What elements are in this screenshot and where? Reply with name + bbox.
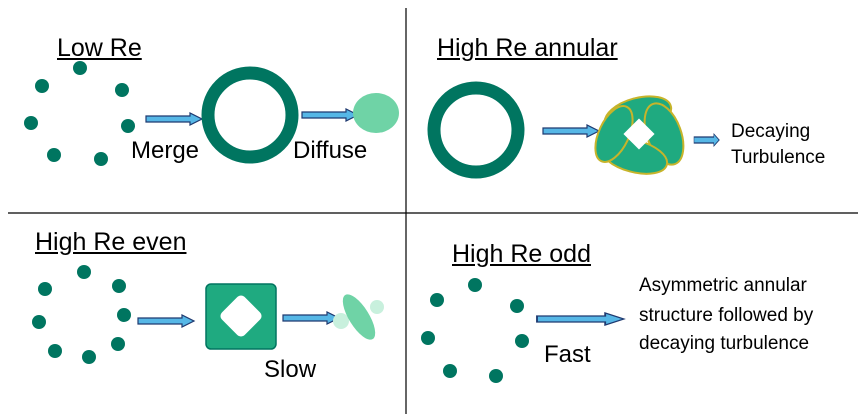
panel-title-low-re: Low Re (57, 34, 142, 62)
annular-outcome-line-1: Decaying (731, 121, 811, 142)
square-vortex-structure (205, 283, 277, 350)
panel-title-high-re-annular: High Re annular (437, 34, 618, 62)
annular-outcome-line-2: Turbulence (731, 147, 826, 168)
panel-high-re-annular (427, 81, 720, 179)
turbulent-structure (594, 95, 685, 175)
arrow-icon (301, 108, 359, 122)
panel-title-high-re-odd: High Re odd (452, 240, 591, 268)
arrow-icon (137, 314, 195, 328)
arrow-icon (536, 312, 625, 326)
fast-label: Fast (544, 341, 591, 368)
slow-label: Slow (264, 356, 317, 383)
vortex-dot-ring (32, 265, 131, 364)
decaying-vortex-fragments (333, 294, 384, 340)
vortex-dot-ring (421, 278, 529, 383)
arrow-icon (693, 133, 720, 147)
arrow-icon (145, 112, 203, 126)
merge-label: Merge (131, 137, 200, 164)
odd-outcome-line-2: structure followed by (639, 305, 814, 326)
diffuse-label: Diffuse (293, 137, 368, 164)
panel-high-re-even (32, 265, 384, 364)
arrow-icon (282, 311, 340, 325)
panel-low-re (24, 61, 399, 166)
odd-outcome-line-3: decaying turbulence (639, 333, 810, 354)
odd-outcome-line-1: Asymmetric annular (639, 275, 807, 296)
arrow-icon (542, 124, 600, 138)
panel-title-high-re-even: High Re even (35, 228, 187, 256)
panel-high-re-odd (421, 278, 625, 383)
vortex-dot-ring (24, 61, 135, 166)
merged-vortex-ring (201, 66, 299, 164)
annular-vortex-ring (427, 81, 525, 179)
diffused-vortex-blob (353, 93, 399, 133)
